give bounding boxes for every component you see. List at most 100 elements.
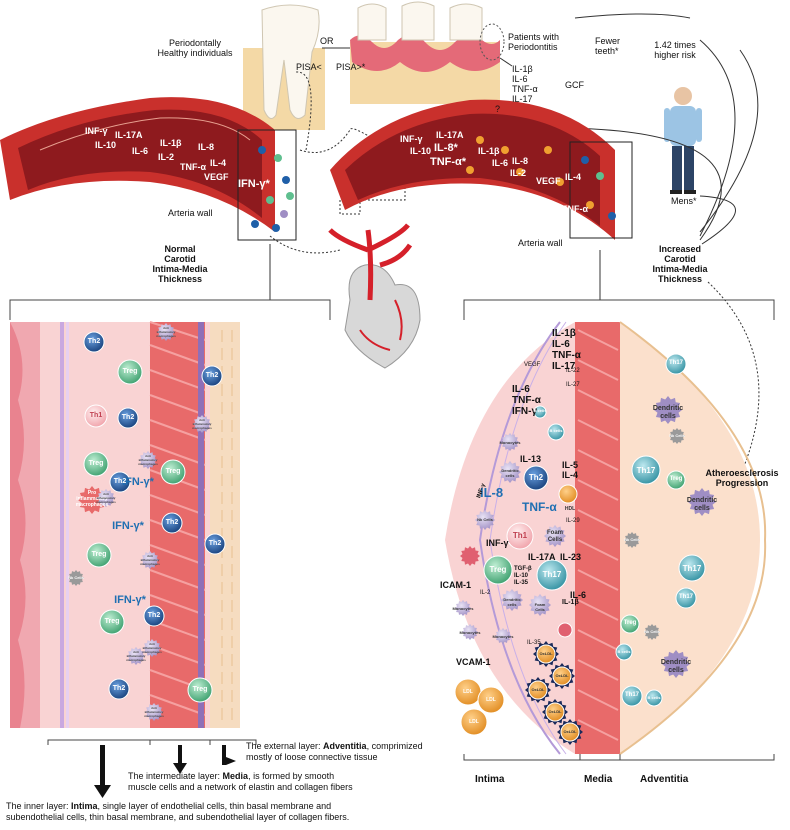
adv-dendritic-5 bbox=[688, 488, 716, 516]
rp-il13: IL-13 bbox=[520, 454, 542, 464]
la-il2: IL-2 bbox=[158, 152, 175, 162]
rp-ldl-label-2: LDL bbox=[469, 719, 479, 725]
oxldl-1 bbox=[528, 680, 548, 700]
anti-inflammatory-macrophage bbox=[97, 489, 115, 507]
anti-inflammatory-macrophage bbox=[141, 551, 159, 569]
rp-media-label: Media bbox=[584, 774, 613, 785]
left-ifng-5: IFN-γ* bbox=[122, 476, 154, 488]
rp-th17-label: Th17 bbox=[542, 570, 562, 579]
adv-dendritic-1 bbox=[654, 396, 682, 424]
anti-inflammatory-macrophage bbox=[145, 703, 163, 721]
adv-th17-14 bbox=[675, 587, 697, 609]
left-immune-cells bbox=[68, 323, 226, 721]
left-cell-label-16: Th2 bbox=[208, 540, 222, 547]
dendritic-cell bbox=[499, 461, 521, 483]
anti-inflammatory-macrophage bbox=[157, 323, 175, 341]
adv-label-14: Th17 bbox=[678, 594, 693, 600]
la-il6: IL-6 bbox=[132, 146, 149, 156]
left-cell-treg bbox=[160, 459, 186, 485]
left-cell-th2 bbox=[204, 533, 226, 555]
left-cell-th2 bbox=[109, 471, 131, 493]
rp-adventitia-label: Adventitia bbox=[640, 774, 689, 785]
anti-macro-label-4: Anti inflammatory macrophages bbox=[142, 642, 162, 654]
left-cell-th2 bbox=[117, 407, 139, 429]
oxldl-4 bbox=[552, 666, 572, 686]
gcf-label: GCF bbox=[565, 80, 584, 90]
man-figure bbox=[664, 87, 702, 194]
adv-dendritic-11 bbox=[662, 650, 690, 678]
left-cell-th1 bbox=[84, 404, 108, 428]
adv-label-5: Dendritic cells bbox=[686, 497, 718, 512]
rp-il23: IL-23 bbox=[560, 552, 582, 562]
pro-inflammatory-macrophage bbox=[78, 486, 106, 514]
adv-label-7: Th17 bbox=[682, 564, 702, 573]
rp-treg-label: Treg bbox=[489, 565, 507, 574]
rp-hdl-label: HDL bbox=[564, 506, 576, 512]
adv-label-4: Treg bbox=[669, 476, 683, 482]
pisa-greater-label: PISA>* bbox=[336, 62, 366, 72]
rp-monocytes-label: Monocytes bbox=[499, 440, 521, 445]
patients-label: Patients with Periodontitis bbox=[508, 32, 560, 52]
left-cell-treg bbox=[86, 542, 112, 568]
rp-oxldl-label-4: OxLDL bbox=[555, 673, 569, 678]
increased-cimt-label: Increased Carotid Intima-Media Thickness bbox=[652, 244, 708, 284]
mens-label: Mens* bbox=[671, 196, 697, 206]
rp-il22: IL-22 bbox=[566, 368, 580, 374]
ra-il2: IL-2 bbox=[510, 168, 527, 178]
rp-intima-label: Intima bbox=[475, 774, 505, 785]
left-cell-th2 bbox=[161, 512, 183, 534]
left-ifng-12: IFN-γ* bbox=[114, 594, 146, 606]
la-tnfa: TNF-α bbox=[180, 162, 207, 172]
ra-il8: IL-8 bbox=[512, 156, 529, 166]
left-pro-macro-label: Pro inflammatory macrophages bbox=[75, 490, 109, 508]
rp-nk-label: Nk Cells bbox=[477, 517, 493, 522]
gcf-tnf: TNF-α bbox=[512, 84, 538, 94]
monocyte-3 bbox=[462, 624, 478, 640]
anti-macro-label-2: Anti inflammatory macrophages bbox=[96, 492, 116, 504]
left-arteria-wall: Arteria wall bbox=[168, 208, 213, 218]
adv-th17-0 bbox=[665, 353, 687, 375]
anti-macro-label-3: Anti inflammatory macrophages bbox=[140, 554, 160, 566]
left-cell-label-6: Treg bbox=[165, 468, 181, 475]
rp-oxldl-label-0: OxLDL bbox=[539, 651, 553, 656]
left-zoom-box bbox=[237, 129, 297, 241]
anti-inflammatory-macrophage bbox=[143, 639, 161, 657]
or-label: OR bbox=[320, 36, 334, 46]
left-cell-label-7: Th2 bbox=[113, 478, 127, 485]
la-il10: IL-10 bbox=[95, 140, 117, 150]
pisa-less-label: PISA< bbox=[296, 62, 322, 72]
ra-il4: IL-4 bbox=[565, 172, 582, 182]
heart-illustration bbox=[328, 223, 421, 369]
adv-bcell-13 bbox=[645, 689, 663, 707]
ra-il6: IL-6 bbox=[492, 158, 509, 168]
la-il17a: IL-17A bbox=[115, 130, 143, 140]
anti-macro-label-6: Anti inflammatory macrophages bbox=[192, 418, 212, 430]
left-cell-label-19: Th2 bbox=[112, 685, 126, 692]
healthy-tooth bbox=[243, 4, 325, 130]
la-il8: IL-8 bbox=[198, 142, 215, 152]
adv-nk-9 bbox=[644, 624, 660, 640]
monocyte-2 bbox=[455, 600, 471, 616]
hdl bbox=[558, 484, 578, 504]
left-cell-label-3: Th2 bbox=[121, 414, 135, 421]
rp-foam-label: Foam Cells bbox=[546, 530, 563, 543]
left-box-cells bbox=[251, 146, 294, 232]
th1-cell bbox=[506, 522, 534, 550]
ra-tnfa-star: TNF-α* bbox=[430, 156, 467, 168]
rp-il4: IL-4 bbox=[562, 470, 579, 480]
anti-macro-label-0: Anti inflammatory macrophages bbox=[156, 326, 176, 338]
rp-monocytes-label-3: Monocytes bbox=[459, 630, 481, 635]
adv-bcell-10 bbox=[615, 643, 633, 661]
rp-top-cytokines: IL-1β IL-6 TNF-α IL-17 bbox=[552, 328, 581, 372]
right-arteria-wall: Arteria wall bbox=[518, 238, 563, 248]
adv-label-9: Nk Cells bbox=[644, 629, 660, 634]
ra-tnfa: TNF-α bbox=[562, 204, 589, 214]
left-cell-treg bbox=[99, 609, 125, 635]
anti-inflammatory-macrophage bbox=[127, 647, 145, 665]
left-cell-treg bbox=[187, 677, 213, 703]
left-cell-th2 bbox=[108, 678, 130, 700]
rp-foam-label-2: Foam Cells bbox=[534, 602, 546, 612]
rp-il35: IL-35 bbox=[527, 640, 541, 646]
